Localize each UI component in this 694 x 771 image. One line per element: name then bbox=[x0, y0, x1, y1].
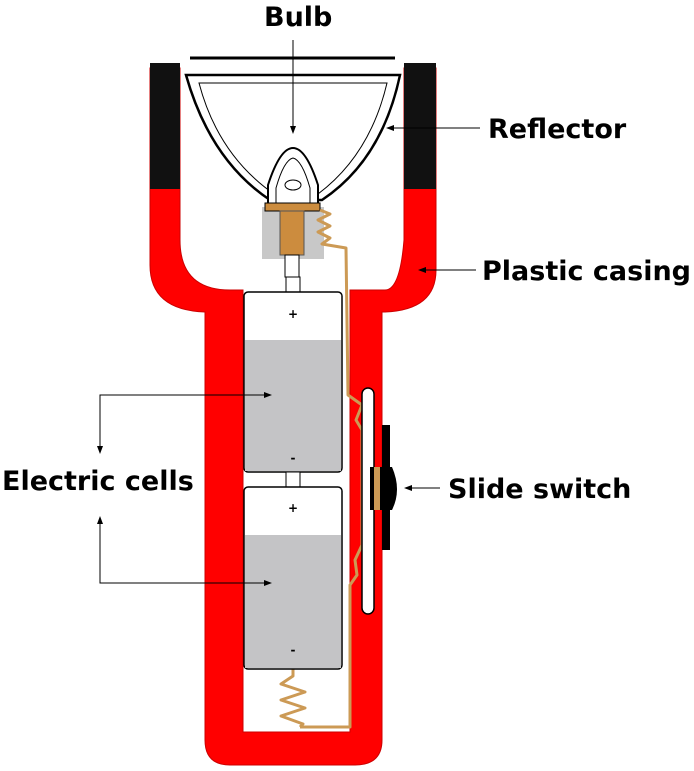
switch-contact bbox=[374, 467, 380, 510]
cells-pointer-upper bbox=[99, 394, 268, 448]
bulb-base bbox=[279, 210, 305, 256]
cells-pointer-lower bbox=[99, 522, 268, 584]
circuit-wire bbox=[300, 208, 364, 729]
casing-pointer-arrow bbox=[418, 267, 426, 273]
cell-2-terminal bbox=[285, 471, 301, 488]
casing-ring-left bbox=[150, 63, 180, 189]
bulb-base-plate bbox=[264, 202, 321, 212]
cells-pointer-upper-tip bbox=[264, 392, 272, 398]
cell-2-negative: - bbox=[291, 643, 296, 657]
cell-1-negative: - bbox=[291, 451, 296, 465]
reflector bbox=[184, 73, 402, 202]
bulb-pointer-arrow bbox=[290, 126, 296, 134]
cells-pointer-lower-arrow bbox=[97, 516, 103, 524]
bulb-label: Bulb bbox=[264, 2, 333, 33]
bulb bbox=[267, 146, 319, 206]
cell-2-fill bbox=[245, 535, 341, 668]
reflector-label: Reflector bbox=[488, 114, 627, 145]
switch-pointer-arrow bbox=[404, 485, 412, 491]
reflector-pointer-arrow bbox=[386, 125, 394, 131]
cell-1-terminal bbox=[285, 276, 301, 293]
bulb-filament bbox=[275, 157, 311, 203]
electric-cells-label: Electric cells bbox=[2, 466, 194, 497]
cell-1-fill bbox=[245, 340, 341, 471]
bulb-stem bbox=[284, 254, 300, 278]
casing-ring-right bbox=[404, 63, 436, 189]
cell-1-positive: + bbox=[288, 307, 298, 321]
plastic-casing-label: Plastic casing bbox=[482, 256, 691, 287]
cells-pointer-lower-tip bbox=[264, 580, 272, 586]
cell-2-positive: + bbox=[288, 501, 298, 515]
slide-switch-label: Slide switch bbox=[448, 474, 632, 505]
bottom-spring bbox=[279, 668, 307, 729]
cells-pointer-upper-arrow bbox=[97, 446, 103, 454]
bulb-filament-coil bbox=[284, 179, 302, 191]
